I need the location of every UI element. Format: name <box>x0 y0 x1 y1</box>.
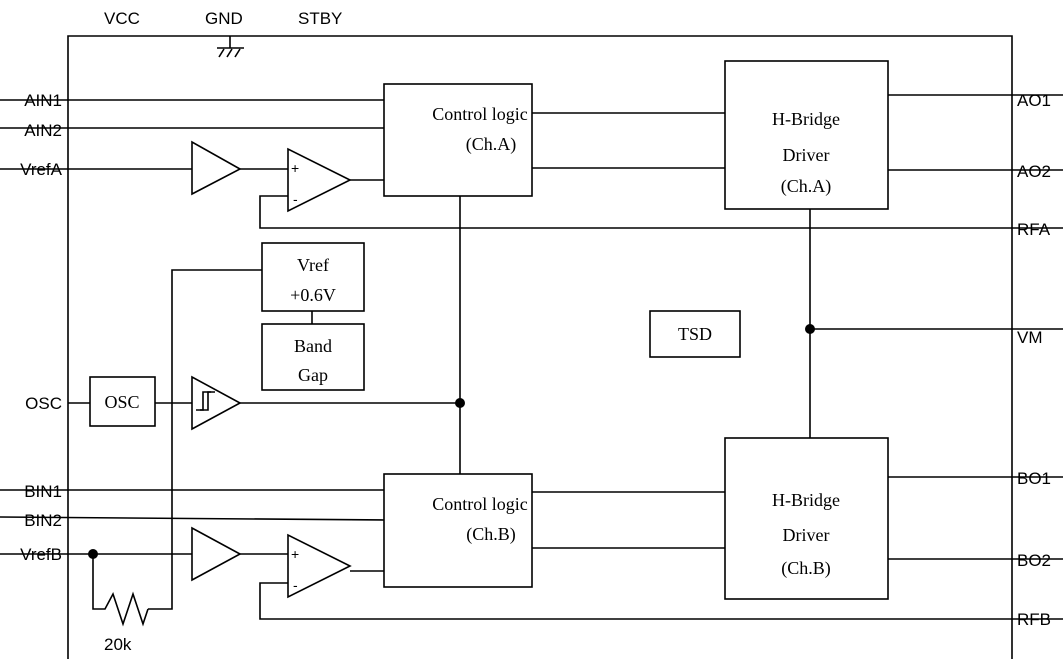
wire-rfb <box>259 582 1063 620</box>
control-logic-b-channel: (Ch.B) <box>466 524 516 545</box>
control-logic-a <box>383 83 533 197</box>
schmitt-symbol-a <box>196 391 211 411</box>
pin-bin2: BIN2 <box>24 511 62 530</box>
hbridge-b <box>724 437 889 600</box>
tsd-block <box>649 310 741 358</box>
comparator-b-plus: + <box>291 546 299 562</box>
vref-line2: +0.6V <box>290 285 336 305</box>
control-logic-b <box>383 473 533 588</box>
hbridge-b-line2: Driver <box>783 525 830 545</box>
pin-ao2: AO2 <box>1017 162 1051 181</box>
osc-label: OSC <box>104 392 139 412</box>
ground-symbol <box>217 36 244 58</box>
hbridge-a <box>724 60 889 210</box>
wire-bin2 <box>0 516 385 521</box>
buffer-b <box>191 526 242 582</box>
pin-ain2: AIN2 <box>24 121 62 140</box>
bandgap-block <box>261 323 365 391</box>
resistor-20k <box>92 554 149 627</box>
control-logic-a-channel: (Ch.A) <box>466 134 517 155</box>
bandgap-line1: Band <box>294 336 332 356</box>
wire-rfa <box>259 195 1063 229</box>
pin-bo1: BO1 <box>1017 469 1051 488</box>
buffer-a <box>191 140 242 196</box>
osc-block <box>89 376 156 427</box>
comparator-b <box>287 533 352 599</box>
pin-vm: VM <box>1017 328 1043 347</box>
comparator-a-minus: - <box>293 191 298 207</box>
vref-line1: Vref <box>297 255 329 275</box>
pin-ao1: AO1 <box>1017 91 1051 110</box>
pin-stby: STBY <box>298 9 342 28</box>
comparator-a-plus: + <box>291 160 299 176</box>
hbridge-b-line1: H-Bridge <box>772 490 840 510</box>
hbridge-b-line3: (Ch.B) <box>781 558 831 579</box>
pin-vcc: VCC <box>104 9 140 28</box>
control-logic-a-title: Control logic <box>432 104 528 124</box>
control-logic-b-title: Control logic <box>432 494 528 514</box>
vref-block <box>261 242 365 312</box>
bandgap-line2: Gap <box>298 365 328 385</box>
wire-vref-to-resistor <box>148 269 262 610</box>
pin-rfa: RFA <box>1017 220 1051 239</box>
hbridge-a-line3: (Ch.A) <box>781 176 832 197</box>
pin-bin1: BIN1 <box>24 482 62 501</box>
comparator-b-minus: - <box>293 577 298 593</box>
comparator-a <box>287 147 352 213</box>
schmitt-buffer <box>191 375 242 431</box>
chip-outline <box>67 35 1013 659</box>
junction-dot-vm <box>805 324 815 334</box>
schmitt-symbol-b <box>200 391 215 411</box>
hbridge-a-line1: H-Bridge <box>772 109 840 129</box>
tsd-label: TSD <box>678 324 712 344</box>
pin-gnd: GND <box>205 9 243 28</box>
pin-osc: OSC <box>25 394 62 413</box>
pin-bo2: BO2 <box>1017 551 1051 570</box>
hbridge-a-line2: Driver <box>783 145 830 165</box>
junction-dot-osc <box>455 398 465 408</box>
resistor-label: 20k <box>104 635 132 654</box>
